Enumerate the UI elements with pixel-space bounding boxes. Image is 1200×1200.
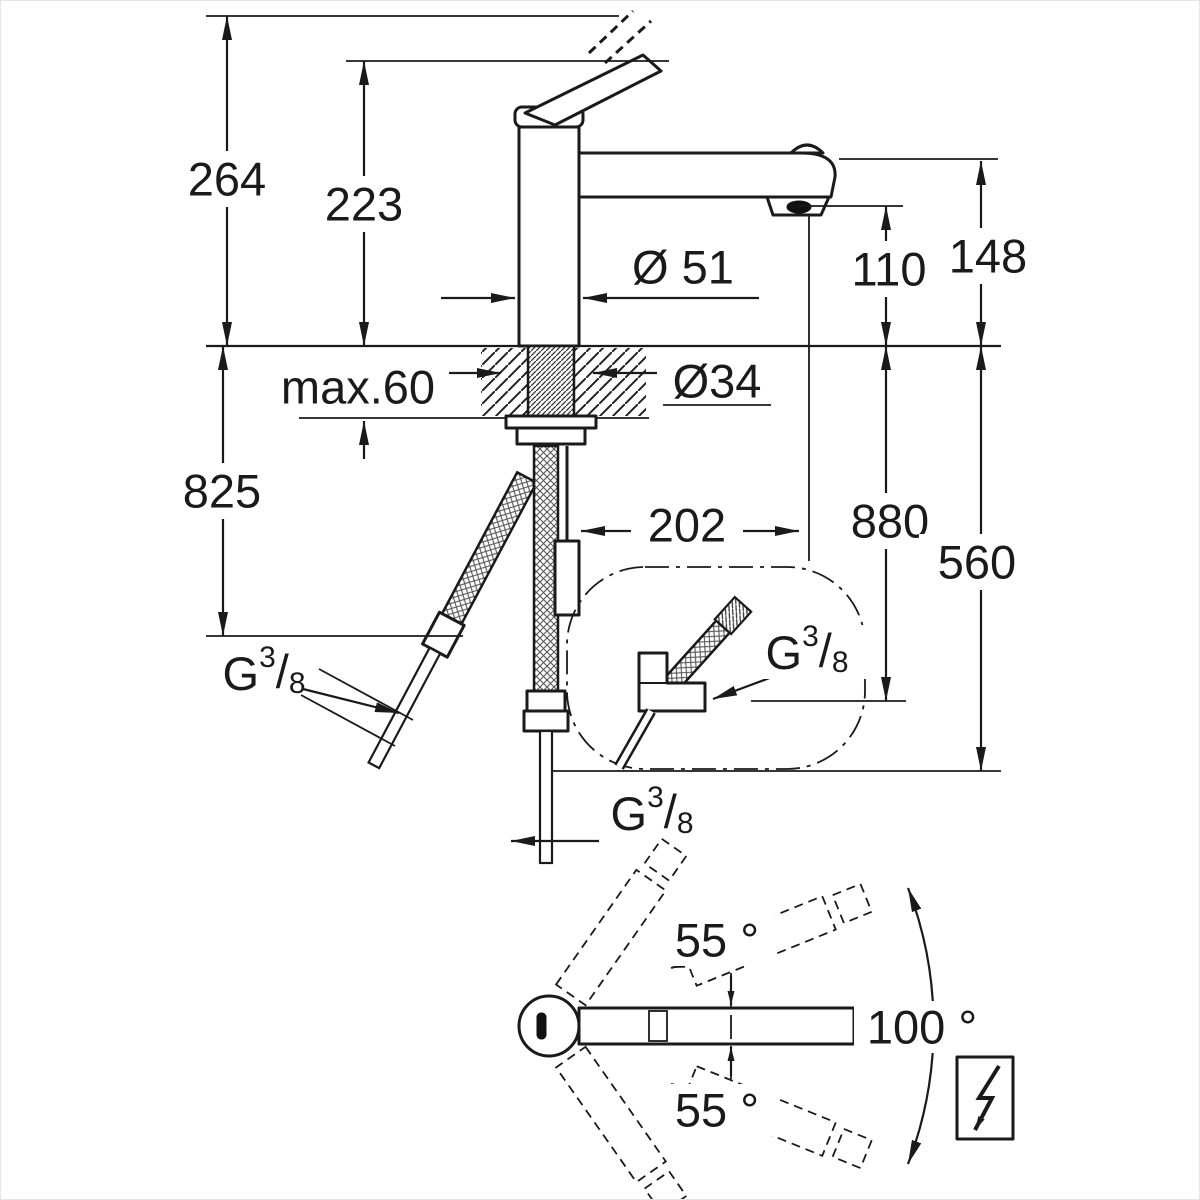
electrical-warning-icon xyxy=(955,1055,1015,1141)
spray-hose-range-outline xyxy=(566,566,866,770)
supply-hose-left xyxy=(367,470,539,770)
dim-height-overall: 264 xyxy=(188,153,266,206)
supply-hose-center xyxy=(522,444,570,865)
thread-left-leader xyxy=(302,687,400,715)
dimension-lines xyxy=(218,16,986,846)
spout-outlet xyxy=(786,200,812,214)
faucet-lever-handle xyxy=(523,53,663,127)
angle-swivel-lower: 55 ° xyxy=(675,1084,759,1137)
dim-hose-length-left: 825 xyxy=(183,465,261,518)
thread-size-bottom: G3/8 xyxy=(611,781,694,840)
dim-dia-hole: Ø34 xyxy=(673,355,762,408)
top-view-spout-bar xyxy=(577,1006,856,1046)
top-view-base-circle xyxy=(517,994,581,1058)
mounting-shank xyxy=(504,344,598,446)
angle-swivel-total: 100 ° xyxy=(867,1001,977,1054)
lever-raised-position-dashed xyxy=(587,9,653,65)
dim-height-body: 223 xyxy=(325,178,403,231)
mounting-washer xyxy=(504,414,598,430)
faucet-spout xyxy=(577,151,837,199)
elbow-fitting xyxy=(637,651,707,713)
dim-max-counter-thickness: max.60 xyxy=(281,361,435,414)
angle-swivel-upper: 55 ° xyxy=(675,914,759,967)
top-view-spout-detail xyxy=(648,1010,668,1042)
faucet-top-view: 55 ° 100 ° 55 ° xyxy=(517,837,990,1199)
spout-dome xyxy=(789,143,825,155)
pull-out-spray-hose xyxy=(553,446,581,617)
dim-hose-length-right: 880 xyxy=(851,495,929,548)
mounting-nut xyxy=(515,426,587,446)
thread-size-left: G3/8 xyxy=(223,641,306,700)
thread-size-right: G3/8 xyxy=(766,620,849,679)
angle-connector xyxy=(614,595,753,770)
dim-height-spout-outlet: 110 xyxy=(852,243,927,296)
dimension-labels: 264 223 148 110 Ø 51 max.60 Ø34 825 202 … xyxy=(169,151,1045,840)
threaded-shank xyxy=(526,344,576,418)
top-view-handle-slot xyxy=(536,1012,547,1040)
faucet-side-view xyxy=(513,9,837,348)
dim-dia-body: Ø 51 xyxy=(632,241,734,294)
dim-hose-length-spray: 560 xyxy=(938,536,1016,589)
dim-spout-reach: 202 xyxy=(648,499,726,552)
dim-height-spout-top: 148 xyxy=(949,230,1027,283)
spray-hose-weight xyxy=(553,539,581,617)
faucet-body xyxy=(517,125,581,348)
